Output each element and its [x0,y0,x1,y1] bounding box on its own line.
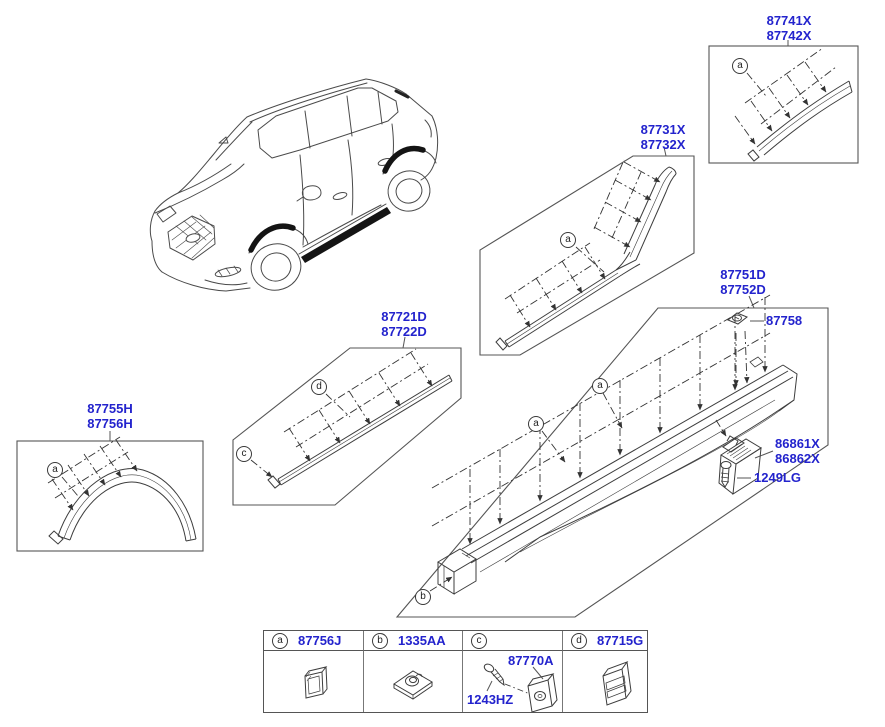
callout-a-header: a [272,632,288,649]
side-sill-moulding-drawing [429,294,798,595]
rear-wheel-arch-moulding-drawing [734,47,853,162]
legend-table: a 87756J b 1335AA c d 87715G [263,630,648,713]
label-1249LG: 1249LG [754,470,801,485]
box-87721D [232,347,462,506]
label-1243HZ: 1243HZ [467,692,514,707]
callout-a-sill-2: a [528,416,544,432]
legend-part-d: 87715G [597,633,644,648]
box-87755H [16,440,204,552]
label-87721D: 87721D 87722D [381,309,427,339]
callout-b-header: b [372,632,388,649]
mud-guard-86861X-icon [718,435,762,495]
legend-cell-d [562,651,647,712]
legend-part-b: 1335AA [398,633,446,648]
box-87741X [708,45,859,164]
screw-1249LG-icon [720,461,732,488]
callout-b-sill: b [415,589,431,605]
legend-header-b: b 1335AA [363,631,462,651]
legend-spring-nut-icon [393,670,433,700]
part-boxes [16,45,859,618]
front-wheel-arch-moulding-drawing [47,436,197,545]
door-side-moulding-drawing [250,348,453,489]
legend-header-d: d 87715G [562,631,647,651]
callout-c-door: c [236,446,252,462]
clip-87758-icon [727,312,748,325]
legend-tapping-screw-icon [483,663,531,695]
callout-a-front-arch: a [47,462,63,478]
callout-d-header: d [571,632,587,649]
label-87770A: 87770A [508,653,554,668]
label-87741X: 87741X 87742X [766,13,812,43]
box-87751D [395,307,829,618]
legend-header-c: c [462,631,562,651]
legend-cell-a [264,651,363,712]
pillar-garnish-drawing [495,159,677,351]
legend-cell-c [462,651,562,712]
callout-d-door: d [311,379,327,395]
legend-retainer-clip-icon [602,660,632,706]
label-87751D: 87751D 87752D [720,267,766,297]
legend-part-a: 87756J [298,633,342,648]
label-87755H: 87755H 87756H [87,401,133,431]
label-leader-lines [109,40,789,692]
legend-cell-b [363,651,462,712]
label-87731X: 87731X 87732X [640,122,686,152]
callout-a-sill-1: a [592,378,608,394]
vehicle-illustration [149,78,439,292]
label-86861X: 86861X 86862X [775,436,820,466]
callout-a-pillar: a [560,232,576,248]
callout-a-rear-arch: a [732,58,748,74]
legend-grommet-icon [527,673,558,713]
box-87731X [479,155,695,356]
legend-pad-clip-icon [304,666,328,699]
legend-header-a: a 87756J [264,631,363,651]
label-87758: 87758 [766,313,803,328]
callout-c-header: c [471,632,487,649]
